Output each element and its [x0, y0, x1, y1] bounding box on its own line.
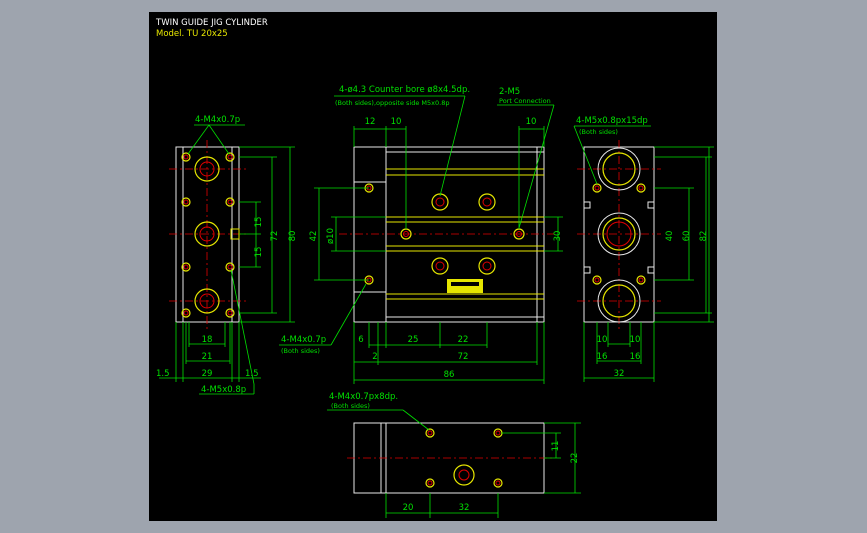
callout-port: 2-M5	[499, 87, 520, 97]
callout-front-tap-note: (Both sides)	[281, 347, 320, 355]
drawing-canvas[interactable]: TWIN GUIDE JIG CYLINDER Model. TU 20x25	[149, 12, 717, 521]
dim-25: 25	[408, 335, 419, 345]
front-view: 12 10 10 42 ø10 30 6 25 22 2 7	[279, 85, 563, 384]
callout-rear-tap-note: (Both sides)	[579, 128, 618, 136]
dim-12: 12	[365, 117, 376, 127]
left-side-view: 15 15 72 80 18 21 29 1.5 1.5 4-M4x0.7p 4…	[156, 115, 298, 395]
dim-42: 42	[309, 231, 319, 242]
dim-80-vertical: 80	[288, 231, 298, 242]
left-view-body	[175, 146, 240, 323]
dim-1-5-left: 1.5	[156, 369, 170, 379]
dim-60: 60	[682, 231, 692, 242]
dim-72-horizontal: 72	[458, 352, 469, 362]
dim-18: 18	[202, 335, 213, 345]
callout-counterbore-note: (Both sides),opposite side M5x0.8p	[335, 99, 449, 107]
right-view-bores	[597, 147, 641, 323]
callout-left-bottom-tap: 4-M5x0.8p	[201, 385, 246, 395]
callout-port-note: Port Connection	[499, 97, 551, 105]
dim-2: 2	[372, 352, 377, 362]
dim-32-right: 32	[614, 369, 625, 379]
cad-drawing-viewport[interactable]: TWIN GUIDE JIG CYLINDER Model. TU 20x25	[149, 12, 717, 521]
bore-circle	[194, 156, 220, 182]
callout-bottom-tap: 4-M4x0.7px8dp.	[329, 392, 398, 402]
dim-32-bottom: 32	[459, 503, 470, 513]
dim-6: 6	[358, 335, 363, 345]
callout-front-tap: 4-M4x0.7p	[281, 335, 326, 345]
dim-20: 20	[403, 503, 414, 513]
dim-29: 29	[202, 369, 213, 379]
callout-left-top-tap: 4-M4x0.7p	[195, 115, 240, 125]
dim-40: 40	[665, 231, 675, 242]
dim-11: 11	[551, 441, 561, 452]
dim-16-right: 16	[630, 352, 641, 362]
drawing-model: Model. TU 20x25	[156, 29, 228, 39]
dim-15-lower: 15	[254, 247, 264, 258]
bore-circle	[194, 221, 220, 247]
dim-22-horizontal: 22	[458, 335, 469, 345]
callout-bottom-tap-note: (Both sides)	[331, 402, 370, 410]
dim-10-right: 10	[526, 117, 537, 127]
drawing-title: TWIN GUIDE JIG CYLINDER	[155, 18, 268, 28]
cylinder-body	[385, 146, 545, 323]
left-tapped-holes	[181, 152, 235, 318]
dim-82: 82	[699, 231, 709, 242]
right-side-view: 40 60 82 10 10 16 16 32 4-M5x0.8px15dp (…	[573, 116, 714, 382]
dim-72-vertical: 72	[270, 231, 280, 242]
bottom-view-holes	[425, 428, 503, 488]
dim-21: 21	[202, 352, 213, 362]
dim-dia-10: ø10	[326, 228, 336, 244]
dim-30: 30	[553, 231, 563, 242]
dim-10-bore-left: 10	[597, 335, 608, 345]
bore-circle	[194, 288, 220, 314]
bottom-view: 11 22 20 32 4-M4x0.7px8dp. (Both sides)	[327, 392, 581, 518]
callout-rear-tap: 4-M5x0.8px15dp	[576, 116, 648, 126]
dim-86: 86	[444, 370, 455, 380]
callout-counterbore: 4-ø4.3 Counter bore ø8x4.5dp.	[339, 85, 470, 95]
dim-10-bore-right: 10	[630, 335, 641, 345]
dim-10-left: 10	[391, 117, 402, 127]
dim-16-left: 16	[597, 352, 608, 362]
dim-15-upper: 15	[254, 217, 264, 228]
dim-22-vertical: 22	[570, 453, 580, 464]
